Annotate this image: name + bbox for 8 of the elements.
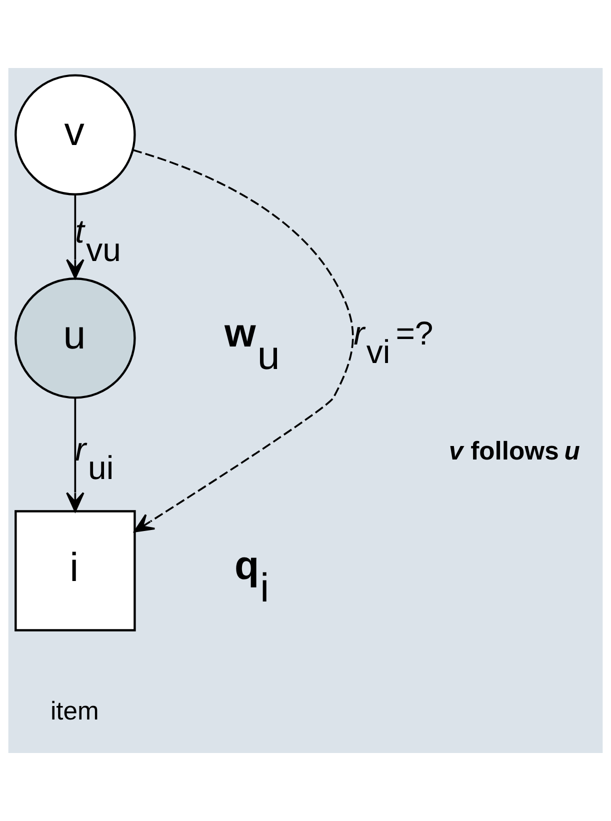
label: v follows u [448,437,580,466]
node-circle: u [14,278,136,399]
node-circle: v [14,74,136,196]
node-box: i [14,510,136,632]
arrow [66,398,84,512]
node-label: item [50,697,99,726]
arrow [132,149,354,532]
arrow [66,194,84,279]
